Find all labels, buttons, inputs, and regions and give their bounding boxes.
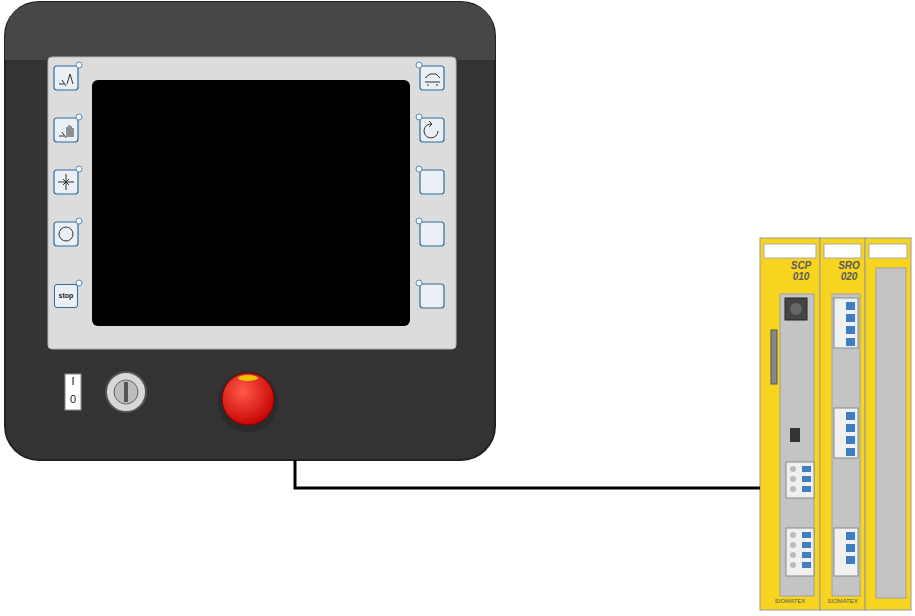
emergency-stop [218,372,278,432]
brand-mark: SIOMATEX [821,598,864,605]
sro-module [820,238,865,610]
module-type: SRO 020 [834,260,864,282]
key-label: stop [55,292,77,300]
brand-mark: SIOMATEX [762,598,818,605]
soft-keys [54,66,444,308]
safety-controller-module: SCP 010SIOMATEX [760,238,820,610]
cable [295,460,760,488]
operator-panel: I 0 stop [5,2,495,460]
scp-module [760,238,820,610]
module-type: SCP 010 [786,260,816,282]
switch-on-mark: I [65,375,81,387]
key-switch [106,372,146,412]
key-leds [76,62,422,286]
key-icons [58,74,440,241]
stop-key: stop [54,284,78,308]
operator-panel [5,2,495,460]
switch-off-mark: 0 [65,393,81,405]
rocker-switch [65,374,81,410]
blank-module [865,238,911,610]
relay-output-module: SRO 020SIOMATEX [820,238,865,610]
